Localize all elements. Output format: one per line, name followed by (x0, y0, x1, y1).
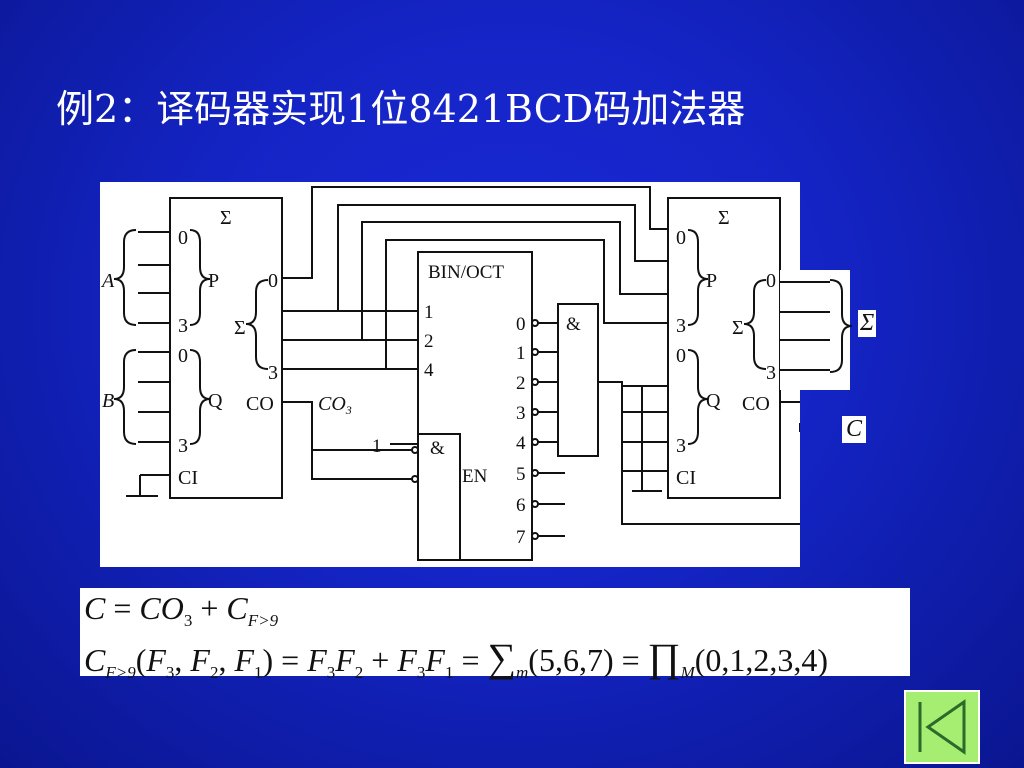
adder1-b-top: 0 (178, 345, 188, 367)
equation-1: C = CO3 + CF>9 (84, 590, 279, 630)
adder1-sum-top: 0 (268, 270, 278, 292)
slide-title: 例2：译码器实现1位8421BCD码加法器 (56, 87, 746, 131)
decoder-const-one: 1 (372, 436, 382, 457)
adder2-sum-bottom: 3 (766, 362, 776, 384)
adder1-p: P (208, 270, 219, 292)
first-slide-button[interactable] (904, 690, 980, 764)
decoder-out-1: 1 (516, 343, 526, 364)
decoder-en: EN (462, 466, 488, 487)
adder2-ci: CI (676, 467, 696, 489)
adder2-co: CO (742, 393, 770, 415)
adder2-b-bottom: 3 (676, 435, 686, 457)
adder2-b-top: 0 (676, 345, 686, 367)
and-gate-box (557, 303, 599, 457)
decoder-in-2: 2 (424, 331, 434, 352)
adder1-sum-bottom: 3 (268, 362, 278, 384)
bus-b-label: B (102, 390, 114, 412)
adder1-sum-label: Σ (234, 317, 246, 339)
decoder-out-5: 5 (516, 464, 526, 485)
adder1-sigma: Σ (220, 207, 232, 229)
adder2-sum-top: 0 (766, 270, 776, 292)
equation-2: CF>9(F3, F2, F1) = F3F2 + F3F1 = ∑m(5,6,… (84, 635, 829, 682)
adder2-p: P (706, 270, 717, 292)
adder1-a-bottom: 3 (178, 315, 188, 337)
adder1-box (169, 197, 283, 499)
adder1-q: Q (208, 390, 223, 412)
decoder-out-3: 3 (516, 403, 526, 424)
bus-a-label: A (100, 270, 115, 292)
output-sigma: Σ (858, 310, 877, 337)
adder1-b-bottom: 3 (178, 435, 188, 457)
adder2-a-bottom: 3 (676, 315, 686, 337)
decoder-out-4: 4 (516, 433, 526, 454)
adder2-sum-label: Σ (732, 317, 744, 339)
output-bus (780, 270, 900, 390)
co3-label: CO3 (318, 393, 352, 417)
decoder-out-2: 2 (516, 373, 526, 394)
output-c-label: C (842, 416, 867, 443)
adder2-a-top: 0 (676, 227, 686, 249)
adder1-a-top: 0 (178, 227, 188, 249)
decoder-title: BIN/OCT (428, 262, 504, 283)
first-slide-icon (918, 699, 966, 755)
circuit-diagram: Σ 0 3 0 3 P Q CI Σ 0 3 CO A B CO3 BIN/OC… (100, 182, 800, 567)
adder2-q: Q (706, 390, 721, 412)
equations: C = CO3 + CF>9 CF>9(F3, F2, F1) = F3F2 +… (80, 588, 910, 682)
decoder-in-1: 1 (424, 302, 434, 323)
adder2-sigma: Σ (718, 207, 730, 229)
and-gate-label: & (566, 314, 581, 335)
decoder-box (417, 251, 533, 561)
decoder-out-0: 0 (516, 314, 526, 335)
adder1-co: CO (246, 393, 274, 415)
decoder-in-4: 4 (424, 360, 434, 381)
decoder-amp: & (430, 438, 445, 459)
decoder-out-7: 7 (516, 527, 526, 548)
adder1-ci: CI (178, 467, 198, 489)
decoder-out-6: 6 (516, 495, 526, 516)
